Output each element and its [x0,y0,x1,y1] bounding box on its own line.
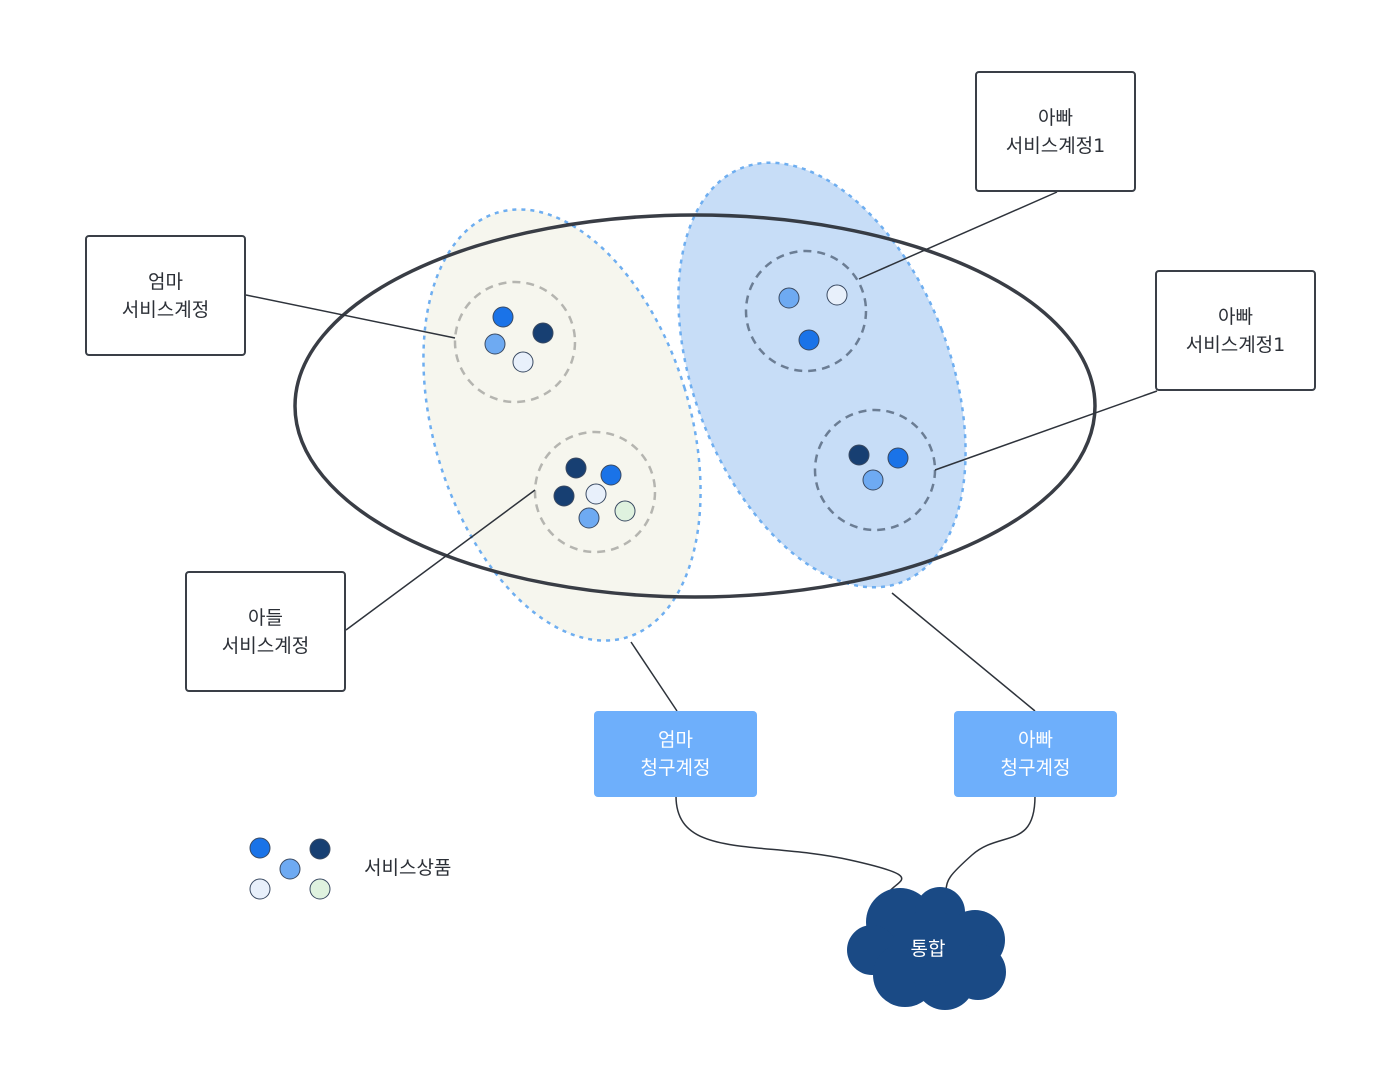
son-service-line2: 서비스계정 [221,634,310,657]
product-dot [565,457,587,479]
product-dot [600,464,622,486]
product-dot [826,284,848,306]
legend-dot [249,837,271,859]
product-dot [848,444,870,466]
son-service-account-box: 아들 서비스계정 [185,571,346,692]
product-dot [862,469,884,491]
legend-dot [249,878,271,900]
integration-cloud-icon [847,887,1006,1010]
dad-billing-line1: 아빠 [1018,729,1053,751]
dad-billing-line2: 청구계정 [1000,757,1071,779]
legend-dot [279,858,301,880]
dad-service-account-top-box: 아빠 서비스계정1 [975,71,1136,192]
product-dot [492,306,514,328]
dad-top-connector [858,191,1058,280]
mom-billing-connector [630,641,678,712]
mom-service-account-box: 엄마 서비스계정 [85,235,246,356]
dad-billing-account-box: 아빠 청구계정 [954,711,1117,797]
product-dot [484,333,506,355]
product-dot [614,500,636,522]
product-dot [512,351,534,373]
product-dot [778,287,800,309]
product-dot [887,447,909,469]
dad-service-circle-1 [744,249,868,373]
integration-label: 통합 [910,938,946,960]
product-dot [578,507,600,529]
dad-cloud-connector [944,795,1036,896]
product-dot [798,329,820,351]
product-dot [585,483,607,505]
dad-right-connector [934,390,1158,471]
son-service-circle [533,430,657,554]
legend-dot [309,878,331,900]
mom-billing-line2: 청구계정 [640,757,711,779]
dad-service-top-line1: 아빠 [1038,106,1073,129]
dad-service-right-line1: 아빠 [1218,305,1253,328]
mom-service-line2: 서비스계정 [121,298,210,321]
mom-service-circle [453,280,577,404]
dad-service-account-right-box: 아빠 서비스계정1 [1155,270,1316,391]
mom-billing-account-box: 엄마 청구계정 [594,711,757,797]
son-connector [345,489,536,631]
product-dot [553,485,575,507]
son-service-line1: 아들 [248,606,283,629]
organization-ellipse [293,213,1097,599]
dad-service-right-line2: 서비스계정1 [1185,333,1286,356]
mom-connector [245,294,456,339]
legend-label: 서비스상품 [364,857,452,879]
legend-dot [309,838,331,860]
dad-billing-connector [891,592,1036,712]
mom-billing-line1: 엄마 [658,729,693,751]
product-dot [532,322,554,344]
dad-service-top-line2: 서비스계정1 [1005,134,1106,157]
mom-service-line1: 엄마 [148,270,183,293]
mom-cloud-connector [675,795,903,901]
dad-billing-region [677,161,967,589]
